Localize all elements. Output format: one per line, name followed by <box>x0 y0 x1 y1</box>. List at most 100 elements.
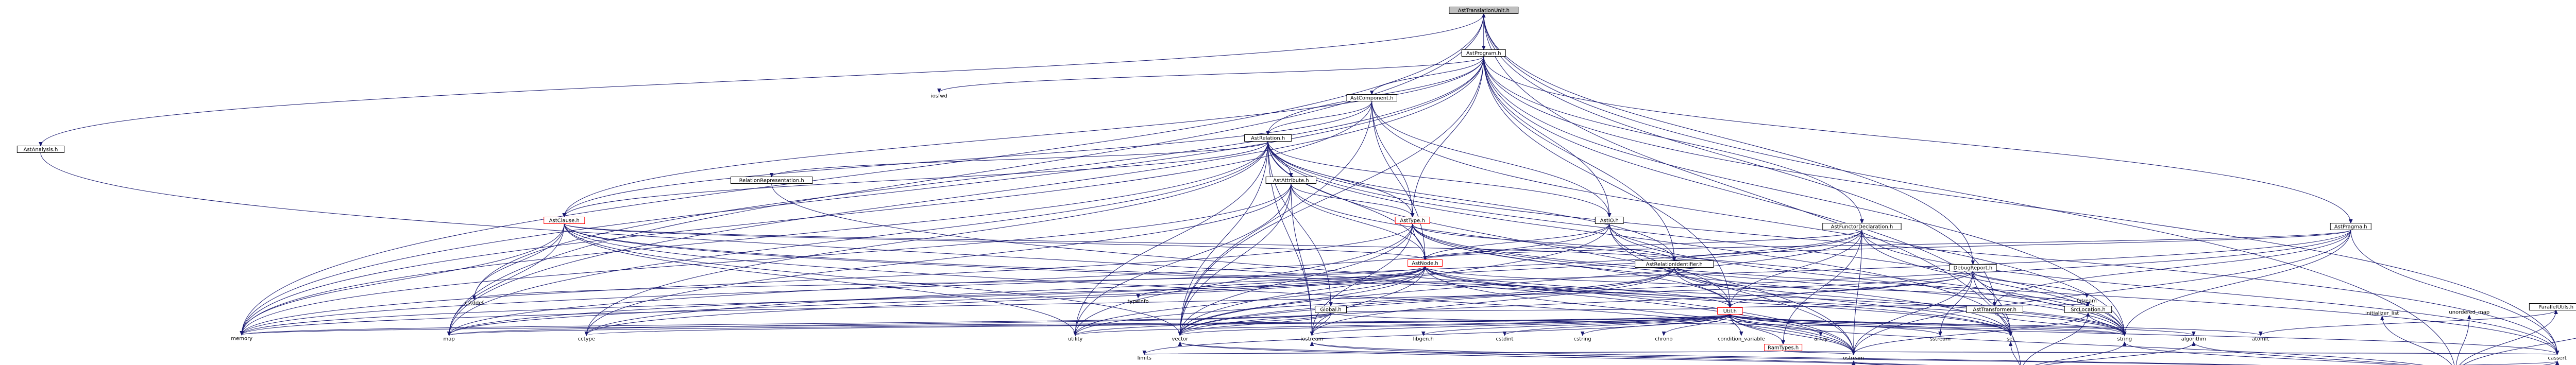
edge-astfunctordeclaration-to-cctype <box>586 230 1862 336</box>
edge-arrowhead <box>562 213 567 218</box>
node-astclause-h[interactable]: AstClause.h <box>544 217 585 224</box>
edge-astpragma-to-vector <box>1179 230 2351 336</box>
edge-astprogram-to-astclause <box>564 56 1484 217</box>
edge-global-to-util <box>1330 307 1731 313</box>
edge-arrowhead <box>1739 332 1743 336</box>
edge-arrowhead <box>1819 332 1823 336</box>
node-label: AstType.h <box>1400 218 1425 224</box>
node-box[interactable] <box>1764 344 1803 351</box>
edge-symboltable-to-iostream <box>1311 342 2262 365</box>
edge-arrowhead <box>1482 13 1486 18</box>
node-asttransformer-h[interactable]: AstTransformer.h <box>1966 306 2023 313</box>
node-ramtypes-h[interactable]: RamTypes.h <box>1764 344 1803 351</box>
node-label: set <box>2007 337 2014 342</box>
node-srclocation-h[interactable]: SrcLocation.h <box>2064 306 2112 313</box>
node-label: AstAttribute.h <box>1273 178 1309 184</box>
edge-symboltable-to-string <box>2124 342 2400 365</box>
node-relationrepresentation-h[interactable]: RelationRepresentation.h <box>730 177 813 184</box>
node-astpragma-h[interactable]: AstPragma.h <box>2330 223 2371 230</box>
edge-asttranslationunit-to-symboltable <box>1483 13 2455 365</box>
node-box[interactable] <box>1966 306 2023 313</box>
node-astcomponent-h[interactable]: AstComponent.h <box>1346 94 1397 101</box>
edge-asttype-to-utility <box>1075 223 1413 336</box>
node-astfunctordeclaration-h[interactable]: AstFunctorDeclaration.h <box>1822 223 1902 230</box>
node-label: RamTypes.h <box>1768 345 1799 351</box>
node-box[interactable] <box>2064 306 2112 313</box>
edge-astrelation-to-set <box>1267 141 2011 336</box>
edge-astcomponent-to-astclause <box>564 101 1372 217</box>
node-box[interactable] <box>2529 303 2576 310</box>
node-box[interactable] <box>1822 223 1902 230</box>
edge-astcomponent-to-astio <box>1371 101 1610 217</box>
edge-util-to-libgen <box>1423 314 1731 336</box>
node-box[interactable] <box>1717 307 1743 315</box>
edge-astfunctordeclaration-to-memory <box>241 230 1862 335</box>
node-label: chrono <box>1655 337 1672 342</box>
edge-astpragma-to-map <box>449 230 2351 336</box>
node-astrelationidentifier-h[interactable]: AstRelationIdentifier.h <box>1635 260 1714 268</box>
edge-astnode-to-typeinfo <box>1138 266 1426 298</box>
edge-arrowhead <box>2122 332 2127 336</box>
node-label: typeinfo <box>1128 299 1149 305</box>
node-astnode-h[interactable]: AstNode.h <box>1408 259 1443 267</box>
edge-astprogram-to-iosfwd <box>939 56 1484 93</box>
edge-arrowhead <box>2008 341 2013 346</box>
edge-symboltable-to-deque <box>2463 338 2576 365</box>
node-astattribute-h[interactable]: AstAttribute.h <box>1265 177 1317 184</box>
node-label: AstTransformer.h <box>1973 307 2016 313</box>
node-box[interactable] <box>1595 217 1624 224</box>
node-box[interactable] <box>1395 217 1430 224</box>
node-label: AstIO.h <box>1600 218 1619 224</box>
node-box[interactable] <box>1635 260 1714 268</box>
node-label: Global.h <box>1320 307 1341 313</box>
node-box[interactable] <box>730 177 813 184</box>
edge-arrowhead <box>1938 332 1942 336</box>
node-asttranslationunit-h[interactable]: AstTranslationUnit.h <box>1449 7 1519 14</box>
node-astanalysis-h[interactable]: AstAnalysis.h <box>16 146 65 153</box>
node-box[interactable] <box>16 146 65 153</box>
node-box[interactable] <box>1244 134 1292 142</box>
edge-astnode-to-srclocation <box>1425 266 2089 306</box>
node-utility: utility <box>1068 337 1083 342</box>
edge-astclause-to-astnode <box>564 223 1426 260</box>
node-util-h[interactable]: Util.h <box>1717 307 1743 315</box>
edge-astprogram-to-astcomponent <box>1371 56 1484 95</box>
edge-global-to-map <box>449 312 1331 336</box>
node-box[interactable] <box>1949 264 1997 271</box>
node-box[interactable] <box>1408 259 1443 267</box>
node-parallelutils-h[interactable]: ParallelUtils.h <box>2529 303 2576 310</box>
edge-symboltable-to-unordered-map <box>2455 315 2470 365</box>
node-global-h[interactable]: Global.h <box>1315 306 1347 313</box>
node-astio-h[interactable]: AstIO.h <box>1595 217 1624 224</box>
node-box[interactable] <box>1346 94 1397 101</box>
node-astrelation-h[interactable]: AstRelation.h <box>1244 134 1292 142</box>
node-box[interactable] <box>1461 49 1506 57</box>
node-astprogram-h[interactable]: AstProgram.h <box>1461 49 1506 57</box>
node-debugreport-h[interactable]: DebugReport.h <box>1949 264 1997 271</box>
edge-arrowhead <box>2554 309 2558 314</box>
node-label: utility <box>1068 337 1083 342</box>
edge-asttranslationunit-to-memory <box>241 13 1484 335</box>
edge-astrelation-to-map <box>449 141 1268 336</box>
edge-astcomponent-to-asttype <box>1371 101 1413 217</box>
edge-errorreport-to-string <box>2035 342 2125 365</box>
edge-arrowhead <box>1672 257 1676 262</box>
node-box[interactable] <box>1265 177 1317 184</box>
edge-arrowhead <box>1178 332 1182 336</box>
edge-debugreport-to-memory <box>241 271 1973 335</box>
edge-arrowhead <box>1662 332 1666 336</box>
edge-arrowhead <box>2086 312 2090 317</box>
node-box[interactable] <box>2330 223 2371 230</box>
node-label: Util.h <box>1723 309 1737 315</box>
edge-astattribute-to-string <box>1291 183 2125 336</box>
node-array: array <box>1814 337 1827 342</box>
node-box[interactable] <box>544 217 585 224</box>
edge-astnode-to-ostream <box>1425 266 1854 355</box>
edge-astattribute-to-cctype <box>586 183 1292 336</box>
node-box[interactable] <box>1315 306 1347 313</box>
edge-astrelation-to-memory <box>241 141 1268 335</box>
node-asttype-h[interactable]: AstType.h <box>1395 217 1430 224</box>
node-box[interactable] <box>1449 7 1519 14</box>
edge-astanalysis-to-ostream <box>40 152 1854 355</box>
